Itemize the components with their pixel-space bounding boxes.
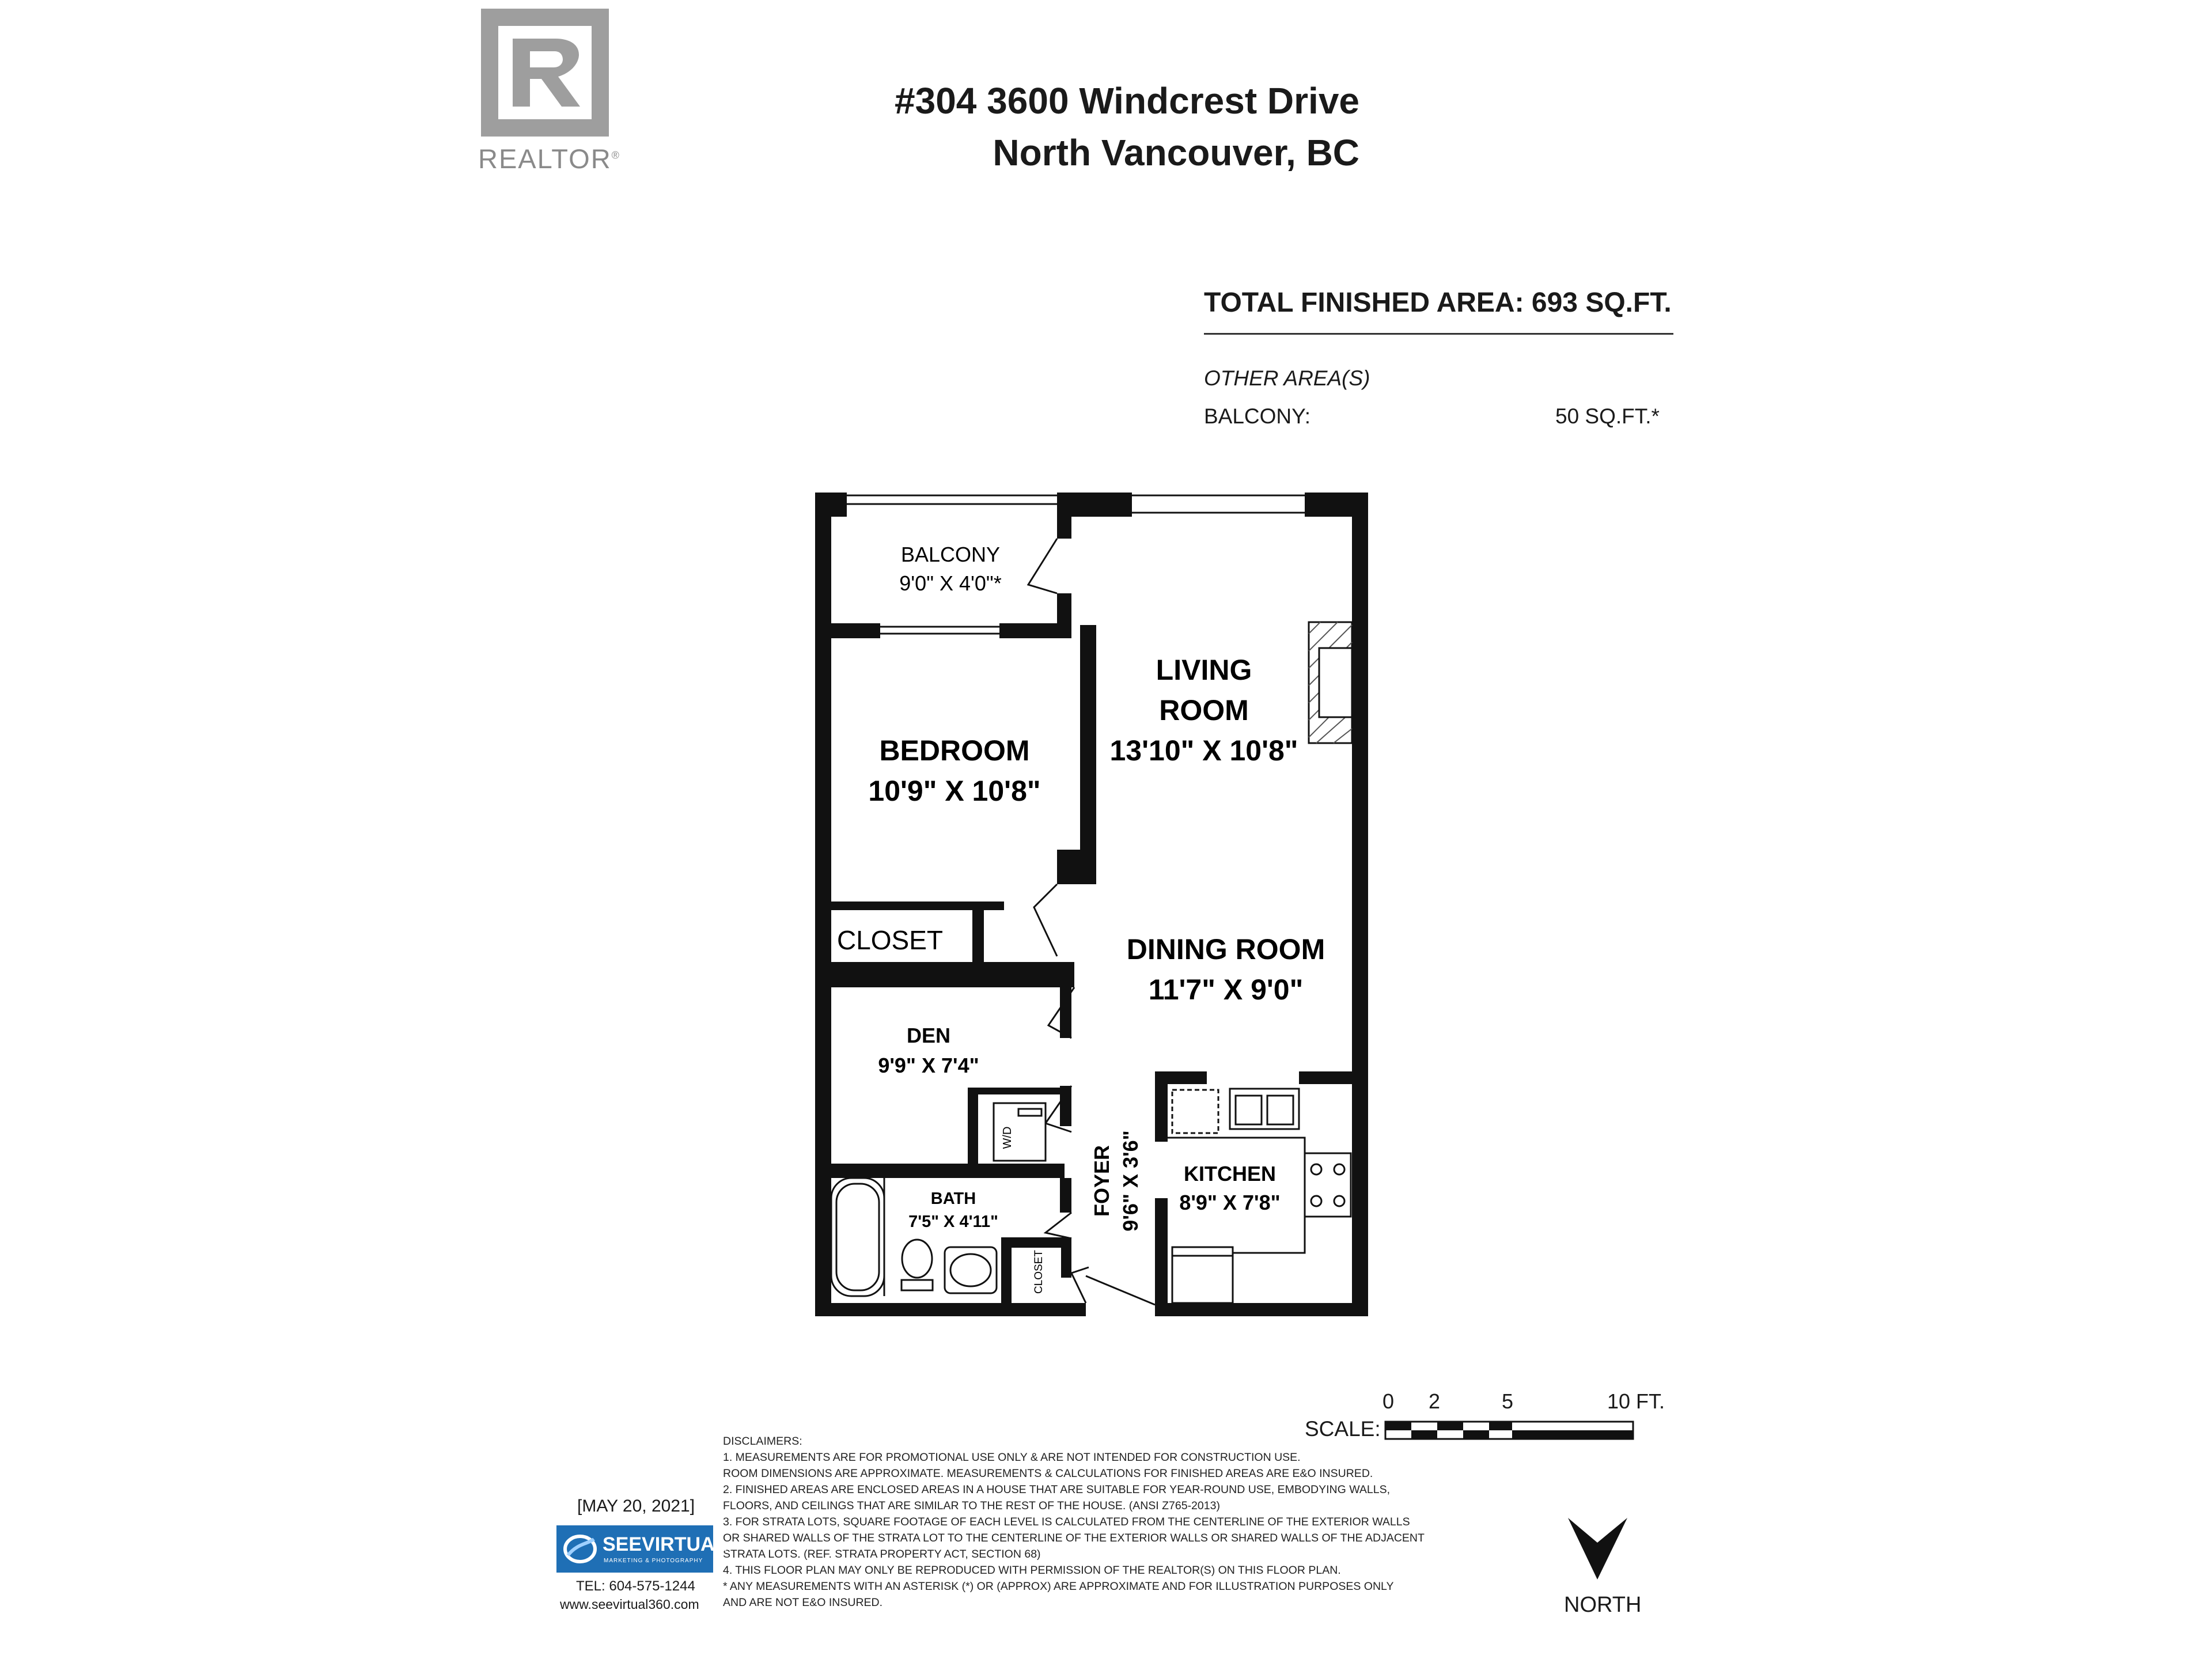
- washer-dryer-label: W/D: [1001, 1127, 1014, 1149]
- disclaimer-line: 2. FINISHED AREAS ARE ENCLOSED AREAS IN …: [723, 1483, 1391, 1496]
- disclaimer-line: STRATA LOTS. (REF. STRATA PROPERTY ACT, …: [723, 1548, 1041, 1560]
- fireplace: [1308, 621, 1353, 744]
- bedroom-dims: 10'9" X 10'8": [868, 775, 1040, 807]
- disclaimer-line: DISCLAIMERS:: [723, 1435, 802, 1448]
- bath-label: BATH: [931, 1190, 976, 1208]
- bedroom-label: BEDROOM: [879, 734, 1029, 767]
- living-room-label-1: LIVING: [1156, 654, 1252, 686]
- disclaimer: DISCLAIMERS: 1. MEASUREMENTS ARE FOR PRO…: [723, 1433, 1443, 1611]
- walls: [815, 493, 1368, 1316]
- realtor-wordmark: REALTOR®: [478, 143, 620, 174]
- balcony-area-value: 50 SQ.FT.*: [1555, 404, 1660, 428]
- north-arrow-icon: [1568, 1518, 1627, 1580]
- disclaimer-line: * ANY MEASUREMENTS WITH AN ASTERISK (*) …: [723, 1580, 1394, 1593]
- scale-tick-2: 2: [1429, 1389, 1441, 1413]
- seevirtual-website: www.seevirtual360.com: [560, 1597, 699, 1612]
- disclaimer-line: FLOORS, AND CEILINGS THAT ARE SIMILAR TO…: [723, 1499, 1220, 1512]
- seevirtual-tagline: MARKETING & PHOTOGRAPHY: [604, 1558, 703, 1564]
- scale-tick-10: 10 FT.: [1607, 1389, 1665, 1413]
- address-line-2: North Vancouver, BC: [993, 132, 1359, 173]
- dining-room-label: DINING ROOM: [1127, 933, 1325, 965]
- bath-fixtures: [830, 1177, 998, 1297]
- windows: [847, 494, 1305, 910]
- total-area-value: 693 SQ.FT.: [1531, 287, 1672, 318]
- disclaimer-line: AND ARE NOT E&O INSURED.: [723, 1596, 883, 1609]
- balcony-dims: 9'0" X 4'0"*: [899, 571, 1001, 595]
- living-room-dims: 13'10" X 10'8": [1110, 734, 1298, 767]
- kitchen-fixtures: [993, 1088, 1352, 1304]
- scale-bar: [1384, 1421, 1634, 1440]
- balcony-label: BALCONY: [901, 543, 1000, 566]
- realtor-r-mark: [498, 26, 592, 119]
- bath-dims: 7'5" X 4'11": [908, 1213, 998, 1231]
- small-closet-label: CLOSET: [1033, 1250, 1045, 1294]
- disclaimer-line: 3. FOR STRATA LOTS, SQUARE FOOTAGE OF EA…: [723, 1516, 1410, 1528]
- foyer-dims: 9'6" X 3'6": [1119, 1130, 1142, 1231]
- swirl-icon: [563, 1535, 597, 1563]
- den-label: DEN: [907, 1024, 950, 1047]
- plan-date: [MAY 20, 2021]: [577, 1497, 695, 1516]
- foyer-label: FOYER: [1090, 1145, 1113, 1217]
- other-areas-heading: OTHER AREA(S): [1204, 366, 1370, 390]
- seevirtual-phone: TEL: 604-575-1244: [576, 1578, 695, 1594]
- area-divider: [1204, 333, 1673, 335]
- dining-room-dims: 11'7" X 9'0": [1149, 974, 1304, 1006]
- disclaimer-line: 4. THIS FLOOR PLAN MAY ONLY BE REPRODUCE…: [723, 1564, 1341, 1577]
- seevirtual-logo: SEEVIRTUAL MARKETING & PHOTOGRAPHY: [556, 1525, 726, 1573]
- disclaimer-line: OR SHARED WALLS OF THE STRATA LOT TO THE…: [723, 1532, 1425, 1544]
- living-room-label-2: ROOM: [1159, 694, 1249, 726]
- disclaimer-line: ROOM DIMENSIONS ARE APPROXIMATE. MEASURE…: [723, 1467, 1373, 1480]
- realtor-logo: [481, 9, 609, 137]
- disclaimer-line: 1. MEASUREMENTS ARE FOR PROMOTIONAL USE …: [723, 1451, 1301, 1464]
- scale-label: SCALE:: [1305, 1417, 1381, 1441]
- kitchen-label: KITCHEN: [1184, 1162, 1276, 1185]
- closet-label: CLOSET: [837, 925, 943, 955]
- total-finished-area: TOTAL FINISHED AREA: 693 SQ.FT.: [1204, 287, 1676, 319]
- room-labels: BALCONY 9'0" X 4'0"* LIVING ROOM 13'10" …: [837, 543, 1325, 1294]
- scale-tick-0: 0: [1382, 1389, 1395, 1413]
- balcony-area-label: BALCONY:: [1204, 404, 1311, 428]
- seevirtual-brand: SEEVIRTUAL: [603, 1533, 727, 1555]
- den-dims: 9'9" X 7'4": [878, 1054, 979, 1077]
- kitchen-dims: 8'9" X 7'8": [1179, 1191, 1280, 1214]
- north-label: NORTH: [1564, 1593, 1642, 1617]
- address-line-1: #304 3600 Windcrest Drive: [895, 80, 1359, 122]
- scale-tick-5: 5: [1502, 1389, 1514, 1413]
- total-area-label: TOTAL FINISHED AREA:: [1204, 287, 1524, 318]
